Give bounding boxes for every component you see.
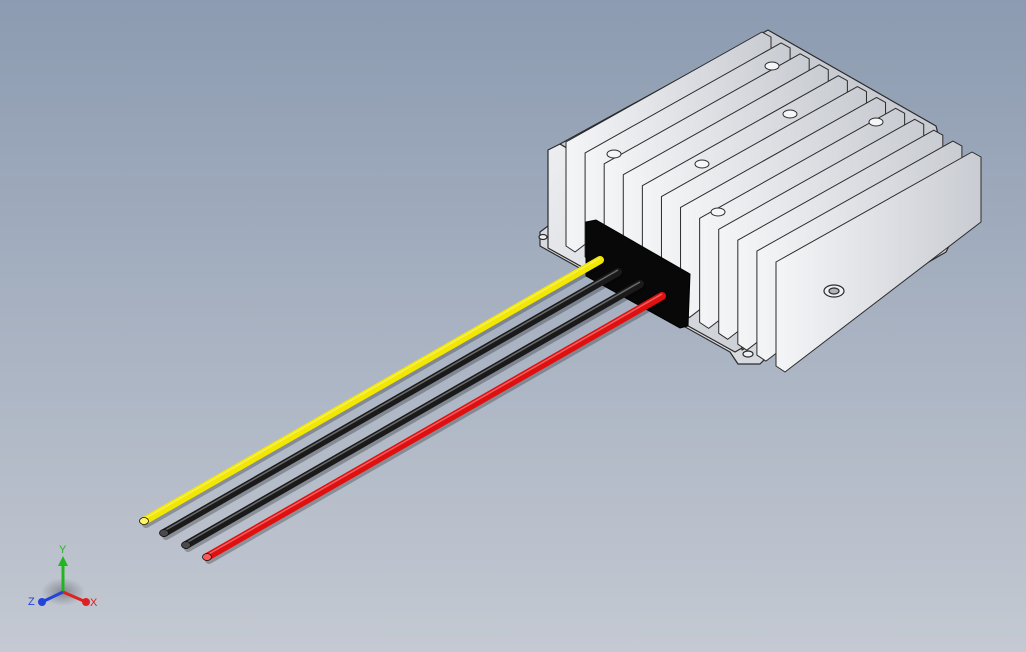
wire-highlight <box>206 293 663 556</box>
fin-slot <box>606 149 622 159</box>
wire-yellow[interactable] <box>140 256 604 525</box>
wire-end-yellow <box>139 517 149 525</box>
x-axis <box>62 590 87 604</box>
z-axis-label: Z <box>28 596 35 608</box>
wire-highlight <box>185 281 641 544</box>
fin-slot <box>868 117 884 127</box>
orientation-triad[interactable]: Y Z X <box>28 544 98 609</box>
heatsink-fins <box>565 31 982 373</box>
x-axis-head <box>82 598 90 606</box>
x-axis-label: X <box>90 597 98 609</box>
fin-slot <box>782 109 798 119</box>
y-axis-head <box>58 556 68 566</box>
fin-slot <box>764 61 780 71</box>
wire-black[interactable] <box>182 280 644 549</box>
wire-highlight <box>143 257 601 520</box>
fin-slot <box>694 159 710 169</box>
wire-red[interactable] <box>203 292 666 561</box>
wire-end-black <box>181 541 191 549</box>
mounting-hole-inner <box>828 287 840 295</box>
heatsink-fin <box>775 151 982 373</box>
wire-black[interactable] <box>160 268 622 537</box>
wire-end-black <box>159 529 169 537</box>
fin-slot <box>710 207 726 217</box>
wire-bundle[interactable] <box>139 256 668 564</box>
wire-highlight <box>163 269 619 532</box>
z-axis-head <box>38 598 46 606</box>
corner-hole-right <box>742 350 754 358</box>
wire-end-red <box>202 553 212 561</box>
y-axis-label: Y <box>59 544 67 556</box>
cable-grommet[interactable] <box>585 219 691 329</box>
corner-hole-left <box>538 233 548 241</box>
